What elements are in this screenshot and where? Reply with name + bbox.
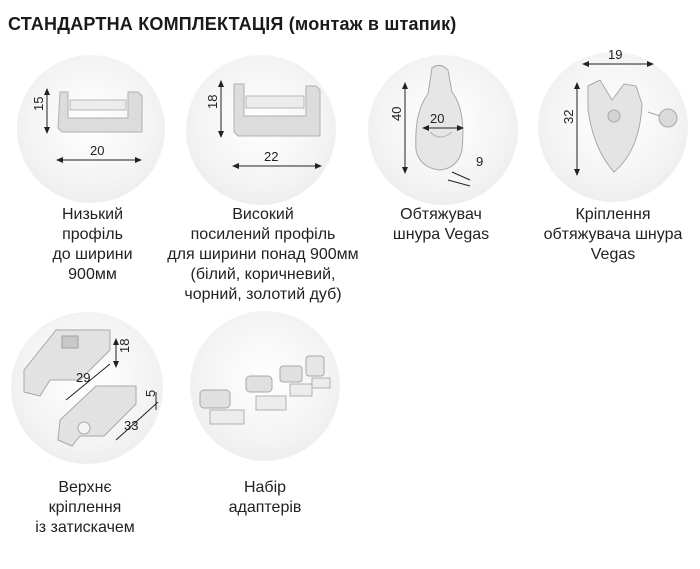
dim-depth-label: 9 (476, 154, 483, 169)
dim-width-label: 22 (264, 149, 278, 164)
caption-line: Низький (61, 206, 124, 223)
dim-b-label: 29 (76, 370, 90, 385)
dim-height-label: 18 (205, 95, 220, 109)
dim-c-label: 5 (143, 390, 158, 397)
dim-d-label: 33 (124, 418, 138, 433)
caption-cord-weight-holder: Кріплення обтяжувача шнура Vegas (528, 205, 698, 265)
caption-line: профіль (62, 226, 123, 243)
caption-line: 900мм (68, 266, 117, 283)
dim-height-label: 40 (389, 107, 404, 121)
dim-a-label: 18 (117, 339, 132, 353)
caption-low-profile: Низький профіль до ширини 900мм (20, 205, 165, 285)
caption-top-bracket: Верхнє кріплення із затискачем (15, 478, 155, 538)
caption-line: із затискачем (35, 519, 135, 536)
dim-height-label: 32 (561, 110, 576, 124)
dim-width-label: 19 (608, 47, 622, 62)
caption-line: Кріплення (575, 206, 651, 223)
caption-line: Обтяжувач (400, 206, 482, 223)
caption-line: шнура Vegas (392, 226, 490, 243)
caption-line: обтяжувача шнура (543, 226, 683, 243)
caption-line: Верхнє (58, 479, 112, 496)
caption-line: (білий, коричневий, (190, 266, 336, 283)
caption-line: Набір (243, 479, 287, 496)
caption-line: посилений профіль (190, 226, 336, 243)
dim-width-label: 20 (90, 143, 104, 158)
caption-line: адаптерів (228, 499, 302, 516)
caption-line: чорний, золотий дуб) (184, 286, 342, 303)
caption-line: Високий (232, 206, 294, 223)
caption-line: для ширини понад 900мм (167, 246, 359, 263)
page-title: СТАНДАРТНА КОМПЛЕКТАЦІЯ (монтаж в штапик… (8, 14, 457, 34)
dim-width-label: 20 (430, 111, 444, 126)
caption-line: до ширини (52, 246, 133, 263)
dim-height-label: 15 (31, 97, 46, 111)
caption-high-profile: Високий посилений профіль для ширини пон… (158, 205, 368, 305)
caption-adapter-set: Набір адаптерів (200, 478, 330, 518)
caption-line: Vegas (590, 246, 636, 263)
caption-line: кріплення (48, 499, 122, 516)
caption-cord-weight: Обтяжувач шнура Vegas (376, 205, 506, 245)
